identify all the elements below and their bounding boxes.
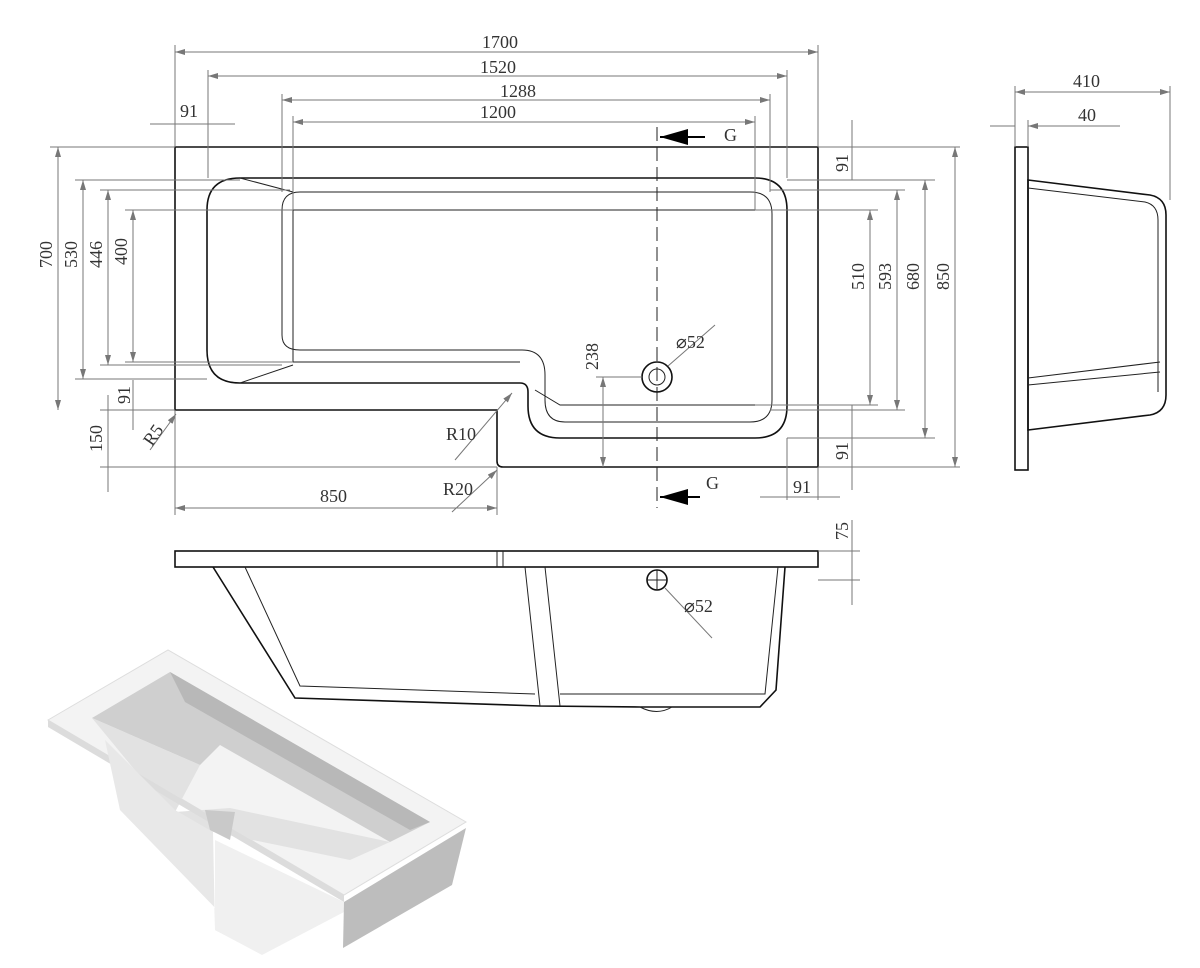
side-view: 410 40	[990, 71, 1171, 471]
dim-530: 530	[61, 241, 81, 268]
radius-r20: R20	[443, 479, 473, 499]
radius-r5: R5	[139, 421, 167, 450]
dim-150: 150	[86, 425, 106, 452]
dim-91-right: 91	[832, 442, 852, 460]
plan-outline	[174, 146, 819, 468]
section-label-top: G	[724, 125, 737, 145]
dim-238: 238	[582, 343, 602, 370]
dim-410: 410	[1073, 71, 1100, 91]
dim-91-top-right: 91	[832, 154, 852, 172]
dim-91-bottom: 91	[793, 477, 811, 497]
dim-1288: 1288	[500, 81, 536, 101]
dim-850-step: 850	[320, 486, 347, 506]
dim-40: 40	[1078, 105, 1096, 125]
basin-inner	[281, 191, 773, 423]
dim-1700: 1700	[482, 32, 518, 52]
dim-400: 400	[111, 238, 131, 265]
dim-593: 593	[875, 263, 895, 290]
radius-r10: R10	[446, 424, 476, 444]
front-view: ⌀52 75	[174, 520, 860, 712]
section-label-bottom: G	[706, 473, 719, 493]
bath-3d-render	[47, 649, 467, 955]
dim-75: 75	[832, 522, 852, 540]
dim-1200: 1200	[480, 102, 516, 122]
dim-850: 850	[933, 263, 953, 290]
drain-diameter: ⌀52	[676, 332, 705, 352]
dim-91-top-left: 91	[180, 101, 198, 121]
dim-1520: 1520	[480, 57, 516, 77]
basin-outer	[206, 177, 788, 439]
dim-700: 700	[36, 241, 56, 268]
dim-680: 680	[903, 263, 923, 290]
overflow-diameter: ⌀52	[684, 596, 713, 616]
dim-510: 510	[848, 263, 868, 290]
dim-446: 446	[86, 241, 106, 268]
dim-91-left: 91	[114, 386, 134, 404]
plan-view: G G 1700 1520 1288 1200 91 700 530 446 4…	[36, 32, 960, 515]
